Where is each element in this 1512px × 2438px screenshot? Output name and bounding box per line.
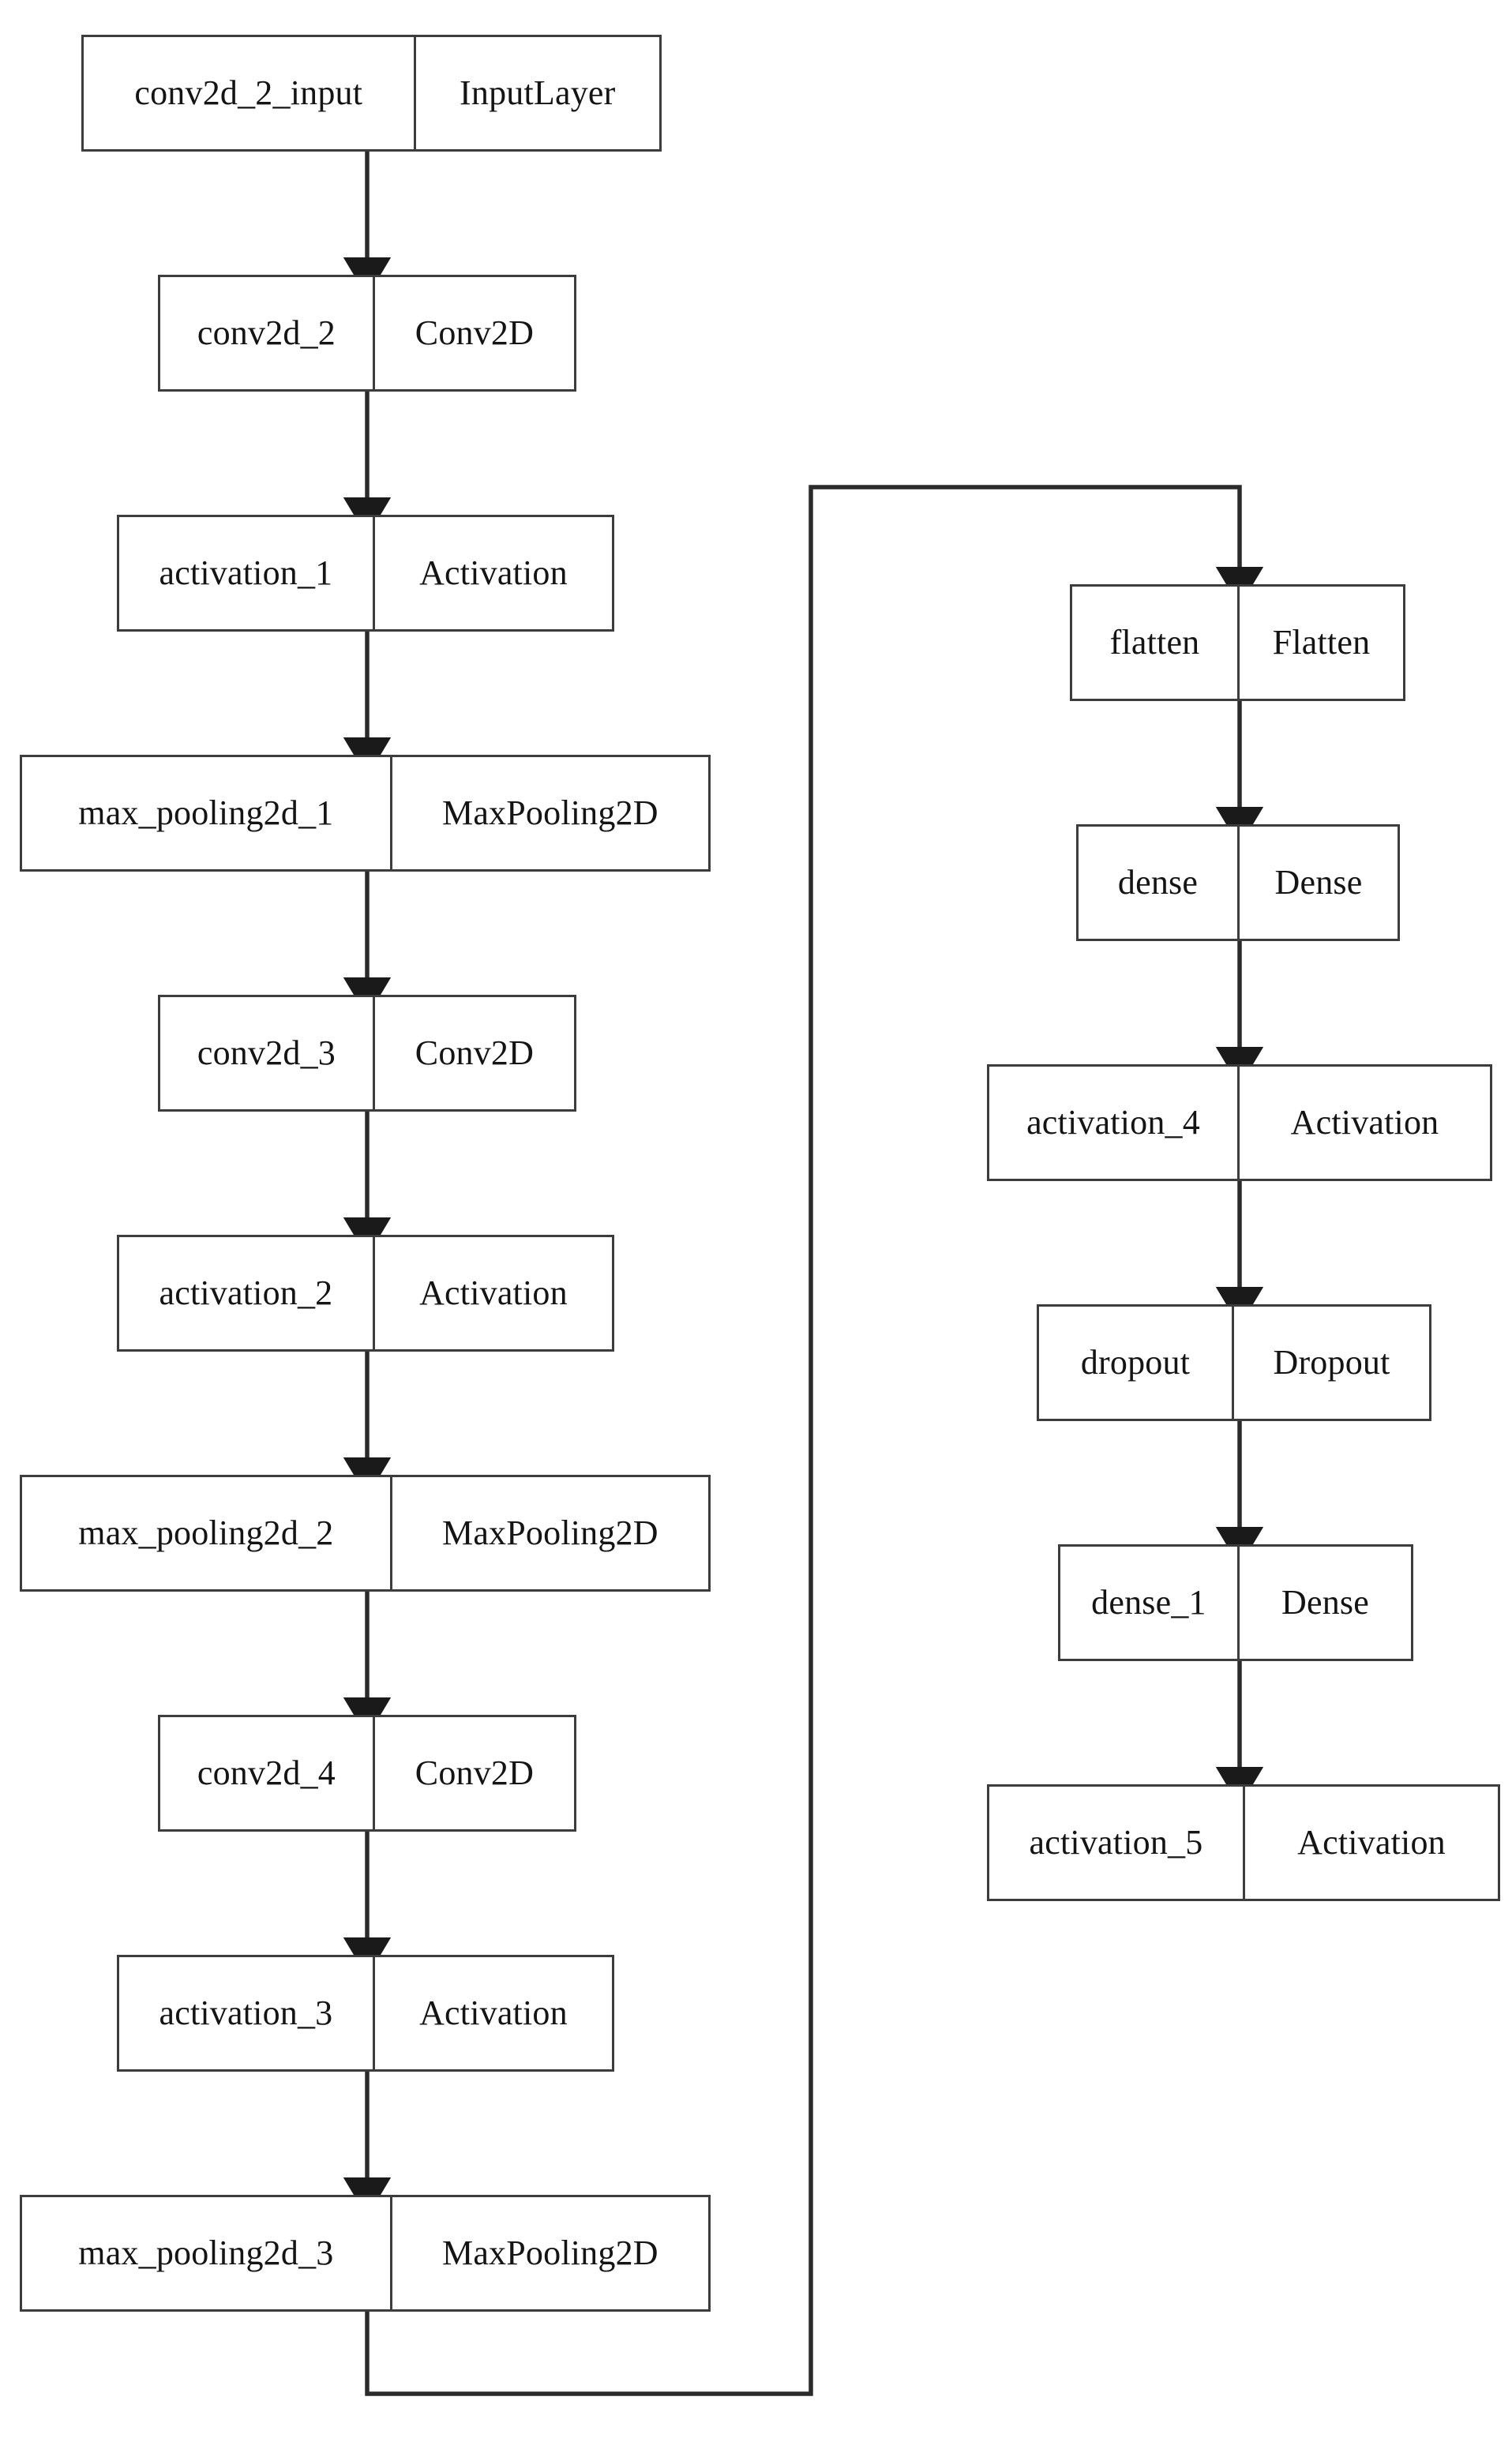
node-name-label: activation_4 xyxy=(989,1067,1240,1179)
node-type-label: Activation xyxy=(1297,1823,1446,1862)
node-type-label: Dense xyxy=(1274,863,1363,902)
node-name-label: max_pooling2d_2 xyxy=(22,1477,392,1589)
node-type-label: Activation xyxy=(419,1994,568,2032)
node-type-label: Flatten xyxy=(1272,623,1371,662)
node-type-label: Activation xyxy=(419,553,568,592)
node-max_pooling2d_3[interactable]: max_pooling2d_3 MaxPooling2D xyxy=(20,2195,711,2312)
node-max_pooling2d_1[interactable]: max_pooling2d_1 MaxPooling2D xyxy=(20,755,711,872)
node-type-label: Dense xyxy=(1281,1583,1369,1622)
node-name-label: conv2d_2_input xyxy=(84,37,416,149)
node-activation_4[interactable]: activation_4 Activation xyxy=(987,1064,1492,1181)
node-dense_1[interactable]: dense_1 Dense xyxy=(1058,1544,1413,1661)
node-type-label: MaxPooling2D xyxy=(442,793,658,832)
node-conv2d_2_input[interactable]: conv2d_2_input InputLayer xyxy=(81,35,662,152)
node-conv2d_4[interactable]: conv2d_4 Conv2D xyxy=(158,1715,576,1832)
node-name-label: conv2d_3 xyxy=(160,997,375,1109)
node-name-label: conv2d_2 xyxy=(160,277,375,389)
node-name-label: activation_5 xyxy=(989,1787,1245,1899)
node-name-label: max_pooling2d_3 xyxy=(22,2197,392,2309)
node-conv2d_2[interactable]: conv2d_2 Conv2D xyxy=(158,275,576,392)
node-type-label: Conv2D xyxy=(415,1753,535,1792)
node-type-label: MaxPooling2D xyxy=(442,2234,658,2272)
node-name-label: activation_2 xyxy=(119,1237,375,1349)
node-flatten[interactable]: flatten Flatten xyxy=(1070,584,1405,701)
node-name-label: dense xyxy=(1079,827,1240,939)
node-type-label: MaxPooling2D xyxy=(442,1513,658,1552)
node-type-label: Conv2D xyxy=(415,313,535,352)
node-name-label: dense_1 xyxy=(1060,1547,1240,1659)
node-conv2d_3[interactable]: conv2d_3 Conv2D xyxy=(158,995,576,1112)
node-type-label: InputLayer xyxy=(460,73,616,112)
node-activation_3[interactable]: activation_3 Activation xyxy=(117,1955,614,2072)
node-name-label: dropout xyxy=(1039,1307,1235,1419)
node-dense[interactable]: dense Dense xyxy=(1076,824,1400,941)
node-name-label: conv2d_4 xyxy=(160,1717,375,1829)
node-type-label: Activation xyxy=(419,1273,568,1312)
node-activation_5[interactable]: activation_5 Activation xyxy=(987,1784,1500,1901)
node-activation_1[interactable]: activation_1 Activation xyxy=(117,515,614,632)
node-name-label: flatten xyxy=(1072,587,1240,699)
node-type-label: Activation xyxy=(1290,1103,1439,1142)
node-type-label: Conv2D xyxy=(415,1033,535,1072)
node-activation_2[interactable]: activation_2 Activation xyxy=(117,1235,614,1352)
node-name-label: activation_3 xyxy=(119,1957,375,2069)
node-name-label: activation_1 xyxy=(119,517,375,629)
node-dropout[interactable]: dropout Dropout xyxy=(1037,1304,1431,1421)
node-type-label: Dropout xyxy=(1273,1343,1390,1382)
node-name-label: max_pooling2d_1 xyxy=(22,757,392,869)
node-max_pooling2d_2[interactable]: max_pooling2d_2 MaxPooling2D xyxy=(20,1475,711,1592)
